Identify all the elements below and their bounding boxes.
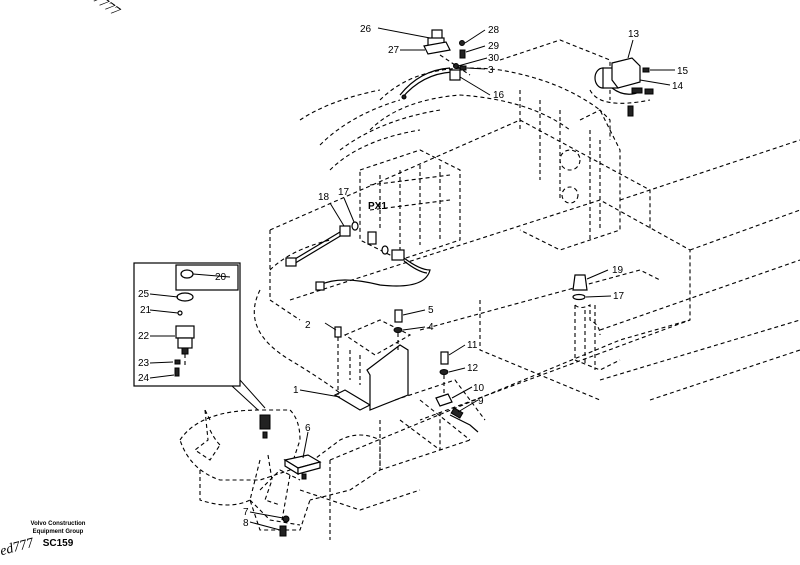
joystick-part bbox=[194, 409, 281, 506]
callout-6: 6 bbox=[305, 423, 311, 434]
callout-5: 5 bbox=[428, 305, 434, 316]
callout-10: 10 bbox=[473, 383, 485, 394]
pressure-switch-26-part bbox=[423, 29, 471, 76]
callout-3: 3 bbox=[488, 65, 494, 76]
callout-26: 26 bbox=[360, 24, 372, 35]
callout-labels: 26 28 27 29 30 3 16 13 15 14 18 17 PX1 1… bbox=[138, 24, 689, 529]
callout-8: 8 bbox=[243, 518, 249, 529]
callout-30: 30 bbox=[488, 53, 500, 64]
callout-1: 1 bbox=[293, 385, 299, 396]
cap-20-part bbox=[180, 269, 194, 279]
callout-2: 2 bbox=[305, 320, 311, 331]
callout-16: 16 bbox=[493, 90, 505, 101]
callout-4: 4 bbox=[428, 322, 434, 333]
diagram-footer: Volvo Construction Equipment Group SC159 bbox=[28, 520, 88, 549]
pressure-switch-18-part bbox=[285, 221, 431, 291]
callout-13: 13 bbox=[628, 29, 640, 40]
callout-22: 22 bbox=[138, 331, 150, 342]
callout-18: 18 bbox=[318, 192, 330, 203]
callout-12: 12 bbox=[467, 363, 479, 374]
callout-14: 14 bbox=[672, 81, 684, 92]
solenoid-valve-13-part bbox=[589, 57, 654, 117]
switch-panel-6-part bbox=[279, 454, 322, 537]
support-column bbox=[574, 305, 621, 371]
port-label-px1: PX1 bbox=[368, 201, 387, 212]
callout-25: 25 bbox=[138, 289, 150, 300]
callout-7: 7 bbox=[243, 507, 249, 518]
hydraulic-valve-outline bbox=[359, 149, 461, 261]
callout-23: 23 bbox=[138, 358, 150, 369]
detail-inset bbox=[133, 262, 266, 411]
bolt-5-part bbox=[393, 309, 403, 350]
cap-25-part bbox=[176, 292, 194, 302]
callout-11: 11 bbox=[467, 340, 478, 351]
machine-frame-outline bbox=[269, 119, 800, 540]
publisher-name-line2: Equipment Group bbox=[32, 529, 84, 535]
callout-20: 20 bbox=[215, 272, 227, 283]
hose-lines bbox=[253, 89, 401, 411]
publisher-name-line1: Volvo Construction bbox=[30, 521, 86, 527]
leader-lines bbox=[149, 27, 675, 531]
callout-27: 27 bbox=[388, 45, 400, 56]
callout-28: 28 bbox=[488, 25, 500, 36]
console-switch-part bbox=[259, 414, 271, 439]
callout-21: 21 bbox=[140, 305, 152, 316]
callout-17-upper: 17 bbox=[338, 187, 350, 198]
clamp-assembly-part bbox=[379, 351, 486, 471]
callout-17-lower: 17 bbox=[613, 291, 625, 302]
callout-15: 15 bbox=[677, 66, 689, 77]
mounting-bracket-1-part bbox=[333, 319, 412, 411]
diagram-code: SC159 bbox=[42, 538, 74, 549]
operator-console-outline bbox=[179, 409, 421, 531]
connector-16-part bbox=[399, 67, 461, 100]
engine-housing-outline bbox=[329, 39, 621, 251]
callout-9: 9 bbox=[478, 396, 484, 407]
callout-24: 24 bbox=[138, 373, 150, 384]
callout-29: 29 bbox=[488, 41, 500, 52]
plug-19-part bbox=[572, 274, 601, 336]
callout-19: 19 bbox=[612, 265, 624, 276]
